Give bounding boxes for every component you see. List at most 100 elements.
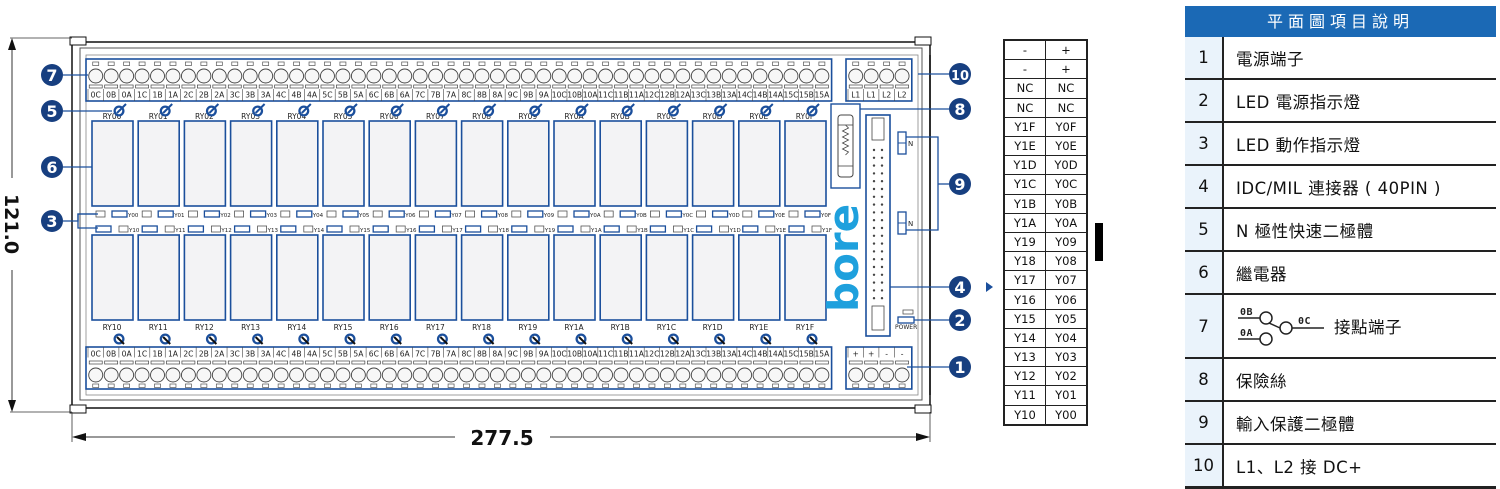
terminal-screw [737, 367, 753, 383]
terminal-tab [293, 383, 300, 388]
terminal-clamp [879, 360, 894, 365]
terminal-clamp [598, 84, 613, 89]
idc-pin [872, 273, 876, 276]
relay-label: RY15 [334, 323, 353, 332]
legend-description: LED 動作指示燈 [1223, 122, 1496, 166]
led-indicator-active [557, 225, 574, 233]
terminal-clamp [382, 360, 397, 365]
rail-clip-bl [69, 404, 87, 414]
led-indicator-active [233, 225, 251, 233]
terminal-tab [416, 61, 424, 66]
terminal-label: 0A [122, 91, 133, 100]
led-indicator [303, 225, 314, 233]
relay-label: RY08 [472, 112, 491, 121]
led-indicator [696, 210, 706, 218]
n-diode-lead [162, 336, 171, 345]
pin-right: Y08 [1045, 251, 1088, 272]
terminal-tab [509, 383, 517, 388]
terminal-tab [463, 383, 470, 388]
terminal-screw [397, 68, 413, 84]
legend-description: 電源端子 [1223, 37, 1496, 80]
terminal-screw [459, 367, 474, 383]
n-diode-icon [205, 103, 220, 117]
terminal-label: 4C [276, 349, 286, 358]
n-diode-icon [390, 103, 404, 117]
pin-left: Y1E [1003, 135, 1046, 157]
diode-label: N [908, 220, 913, 228]
terminal-screw [428, 367, 444, 383]
terminal-screw [879, 367, 895, 383]
terminal-clamp [289, 84, 304, 89]
terminal-screw [180, 367, 196, 383]
relay-bottom [691, 234, 735, 321]
rail-clip-br [914, 404, 932, 414]
led-indicator-active [434, 210, 452, 218]
relay-label: RY0F [796, 112, 814, 121]
callout-7: 7 [41, 64, 88, 86]
n-diode-icon-lead [439, 103, 451, 114]
led-indicator-active [418, 225, 436, 233]
terminal-label: 13C [691, 91, 706, 100]
terminal-screw [304, 367, 320, 383]
relay-bottom [91, 234, 134, 321]
terminal-screw [551, 367, 567, 383]
relay-label: RY1F [796, 323, 814, 332]
terminal-label: 6A [400, 349, 411, 358]
n-diode-lead [578, 336, 587, 345]
terminal-screw [134, 367, 150, 383]
terminal-clamp [135, 84, 149, 89]
terminal-tab [898, 383, 906, 388]
terminal-screw [335, 68, 351, 84]
idc-pin [880, 187, 884, 191]
terminal-label: L2 [898, 91, 907, 100]
terminal-tab [246, 383, 254, 388]
terminal-label: 2B [199, 91, 209, 100]
fuse-element [841, 124, 850, 156]
pin-right: Y0A [1045, 212, 1088, 233]
terminal-tab [803, 383, 810, 388]
legend-description: L1、L2 接 DC+ [1223, 444, 1496, 489]
terminal-tab [772, 61, 779, 66]
terminal-clamp [722, 84, 737, 89]
callout-number: 5 [46, 102, 57, 121]
terminal-clamp [706, 84, 721, 89]
legend-description: 輸入保護二極體 [1223, 401, 1496, 445]
terminal-label: 10A [583, 349, 599, 358]
terminal-screw [690, 68, 706, 84]
terminal-screw [258, 367, 274, 383]
idc-pin [880, 180, 884, 183]
idc-pin [872, 187, 876, 191]
idc-pin [872, 172, 876, 175]
terminal-screw [150, 367, 165, 383]
led-label: Y03 [266, 213, 278, 219]
idc-pin [872, 242, 876, 245]
terminal-tab [231, 383, 239, 388]
terminal-label: 14C [737, 349, 752, 358]
terminal-tab [355, 383, 362, 388]
callout-leader [77, 213, 98, 221]
terminal-tab [293, 61, 300, 66]
terminal-tab [648, 383, 656, 388]
rail-clip-tl [69, 36, 87, 46]
terminal-tab [169, 383, 177, 388]
n-diode-icon-lead [624, 103, 635, 114]
terminal-clamp [506, 84, 520, 89]
terminal-screw [350, 367, 366, 383]
led-indicator-active [203, 210, 221, 218]
terminal-screw [706, 68, 722, 84]
dim-arrow-up-icon [8, 38, 16, 50]
n-diode-icon-lead [116, 103, 127, 114]
terminal-tab [540, 61, 548, 66]
legend-number: 6 [1185, 251, 1224, 295]
terminal-label: 13A [722, 91, 738, 100]
led-indicator [673, 225, 683, 233]
idc-latch-top [871, 117, 885, 141]
terminal-tab [710, 383, 718, 388]
terminal-screw [289, 68, 305, 84]
pin-right: Y00 [1045, 404, 1088, 426]
terminal-label: 14A [768, 91, 784, 100]
terminal-clamp [212, 360, 227, 365]
terminal-label: 15C [783, 91, 798, 100]
terminal-screw [273, 367, 289, 383]
